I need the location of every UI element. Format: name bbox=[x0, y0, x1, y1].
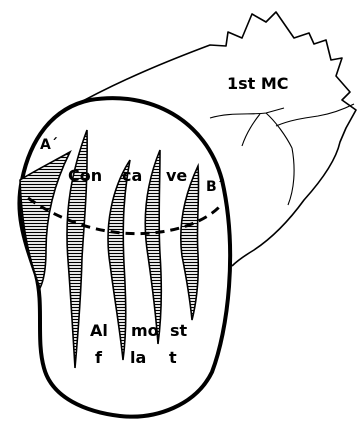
point-a-label: A´ bbox=[40, 137, 58, 153]
bone-label: 1st MC bbox=[227, 74, 289, 93]
point-b-label: B´ bbox=[206, 179, 224, 195]
vessel-lines bbox=[210, 104, 354, 205]
almost-word-2: mo bbox=[131, 321, 159, 340]
flat-word-3: t bbox=[169, 348, 177, 367]
almost-word-3: st bbox=[170, 321, 188, 340]
almost-word-1: Al bbox=[90, 321, 108, 340]
concave-word-3: ve bbox=[166, 166, 187, 185]
flat-word-2: la bbox=[130, 348, 146, 367]
concave-word-2: ca bbox=[122, 166, 142, 185]
concave-word-1: Con bbox=[68, 166, 102, 185]
flat-word-1: f bbox=[95, 348, 103, 367]
